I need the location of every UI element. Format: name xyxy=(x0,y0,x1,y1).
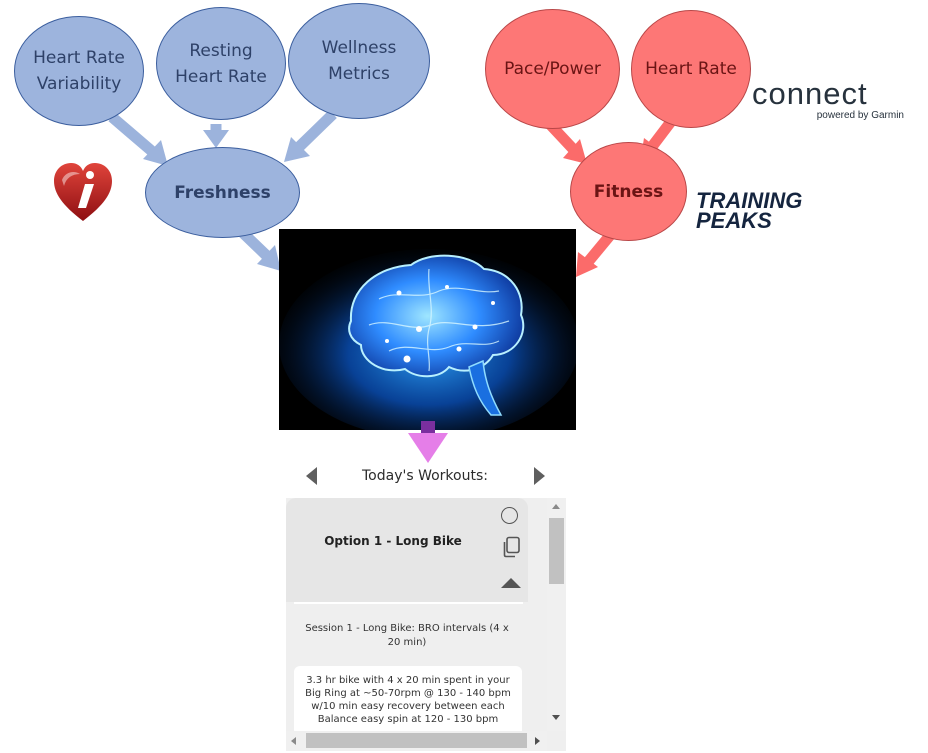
arrowhead-freshness xyxy=(257,245,281,271)
bubble-label-line: Heart Rate xyxy=(645,59,737,79)
trainingpeaks-logo-line1: TRAINING xyxy=(696,188,803,213)
down-arrow-icon xyxy=(408,421,448,463)
arrow-wellness-to-freshness xyxy=(294,110,337,152)
bubble-label-line: Resting xyxy=(189,40,253,61)
workout-option-card[interactable]: Option 1 - Long Bike xyxy=(286,498,528,602)
trainingpeaks-logo-line2: PEAKS xyxy=(696,208,772,233)
session-description: 3.3 hr bike with 4 x 20 min spent in you… xyxy=(305,675,511,725)
freshness-label: Freshness xyxy=(174,182,271,203)
bubble-label-line: Heart Rate xyxy=(33,48,125,68)
session-description-box: 3.3 hr bike with 4 x 20 min spent in you… xyxy=(294,666,522,736)
chevron-right-icon[interactable] xyxy=(534,467,545,485)
circle-icon[interactable] xyxy=(501,507,518,524)
fitness-label: Fitness xyxy=(593,181,664,202)
bubble-label-line: Metrics xyxy=(328,64,390,84)
arrow-hrv-to-freshness xyxy=(108,112,158,158)
connect-logo-word: connect xyxy=(752,76,868,111)
bubble-fitness: Fitness xyxy=(570,142,687,241)
scroll-left-icon[interactable] xyxy=(291,737,296,745)
scroll-right-icon[interactable] xyxy=(535,737,540,745)
bubble-label-line: Variability xyxy=(36,74,122,94)
scroll-up-icon[interactable] xyxy=(552,504,560,509)
connect-logo-tagline: powered by Garmin xyxy=(816,110,904,121)
chevron-up-icon[interactable] xyxy=(501,578,521,588)
arrowhead-wellness xyxy=(284,137,310,162)
brain-image xyxy=(279,229,576,430)
vertical-scrollbar[interactable] xyxy=(547,498,566,731)
divider xyxy=(294,602,523,604)
workouts-header: Today's Workouts: xyxy=(300,462,550,490)
option-title: Option 1 - Long Bike xyxy=(324,534,462,548)
session-title: Session 1 - Long Bike: BRO intervals (4 … xyxy=(305,623,509,648)
vertical-scroll-thumb[interactable] xyxy=(549,518,564,584)
bubble-pace-power: Pace/Power xyxy=(485,9,620,129)
brain-icon xyxy=(279,229,576,430)
bubble-label-line: Heart Rate xyxy=(175,66,267,87)
workouts-title: Today's Workouts: xyxy=(362,468,488,484)
workouts-panel: Option 1 - Long Bike Session 1 - Long Bi… xyxy=(286,498,566,751)
garmin-connect-logo: connect powered by Garmin xyxy=(752,78,907,128)
bubble-label-line: Pace/Power xyxy=(504,59,601,79)
horizontal-scroll-thumb[interactable] xyxy=(306,733,527,748)
copy-icon[interactable] xyxy=(501,536,521,558)
trainingpeaks-logo: TRAINING PEAKS xyxy=(696,188,836,234)
horizontal-scrollbar[interactable] xyxy=(286,731,547,751)
scroll-down-icon[interactable] xyxy=(552,715,560,720)
arrowhead-resting xyxy=(203,130,229,148)
arrowhead-fitness xyxy=(576,252,598,277)
chevron-left-icon[interactable] xyxy=(306,467,317,485)
bubble-heart-rate: Heart Rate xyxy=(631,10,751,128)
heart-logo-icon xyxy=(54,163,112,221)
bubble-freshness: Freshness xyxy=(145,147,300,238)
bubble-label-line: Wellness xyxy=(321,38,397,58)
